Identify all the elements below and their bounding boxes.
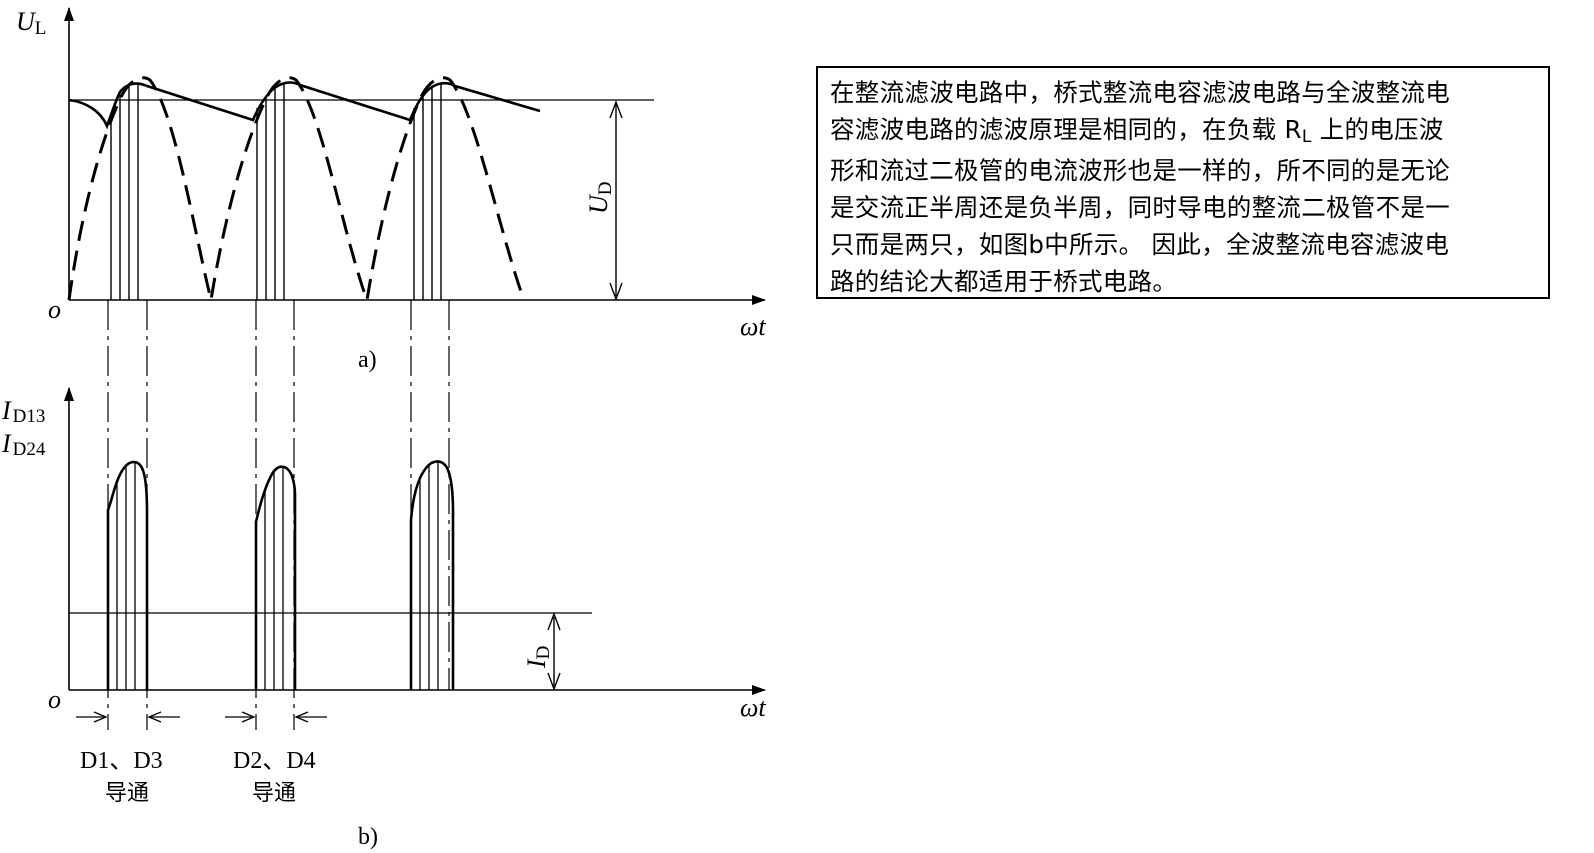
b-conduction-label-1-diodes: D1、D3 <box>80 748 163 774</box>
a-ud-label: UD <box>584 181 616 214</box>
b-conduction-label-2-diodes: D2、D4 <box>233 748 316 774</box>
b-current-pulse-2 <box>254 465 297 690</box>
b-x-axis-label: ωt <box>740 693 766 722</box>
b-pulse-hatch-3 <box>419 462 439 690</box>
description-line-4: 是交流正半周还是负半周，同时导电的整流二极管不是一 <box>830 193 1450 222</box>
a-conduction-hatch-1 <box>110 84 139 300</box>
b-pulse-hatch-1 <box>116 462 136 690</box>
a-rectified-sine-dashed <box>67 76 526 306</box>
a-caption: a) <box>358 347 377 373</box>
b-conduction-interval-arrow-2 <box>225 711 327 723</box>
projection-lines <box>107 300 450 730</box>
b-current-pulse-3 <box>409 460 455 690</box>
b-pulse-hatch-2 <box>264 467 284 690</box>
b-id-label: ID <box>522 646 554 669</box>
a-origin-label: o <box>48 295 61 324</box>
a-filtered-voltage-curve <box>68 81 541 130</box>
description-line-1: 在整流滤波电路中，桥式整流电容滤波电路与全波整流电 <box>830 78 1450 107</box>
description-line-6: 路的结论大都适用于桥式电路。 <box>830 267 1178 296</box>
b-origin-label: o <box>48 685 61 714</box>
a-y-axis-label: UL <box>16 7 46 39</box>
figure-a: UL o ωt UD a) <box>16 7 766 373</box>
a-conduction-hatch-3 <box>413 84 442 300</box>
a-conduction-hatch-2 <box>256 84 285 300</box>
b-current-pulse-1 <box>106 460 149 690</box>
b-conduction-label-2-state: 导通 <box>252 781 296 806</box>
description-line-2: 容滤波电路的滤波原理是相同的，在负载 RL 上的电压波 <box>830 115 1444 147</box>
description-line-3: 形和流过二极管的电流波形也是一样的，所不同的是无论 <box>830 156 1450 185</box>
b-caption: b) <box>358 824 378 850</box>
description-box: 在整流滤波电路中，桥式整流电容滤波电路与全波整流电 容滤波电路的滤波原理是相同的… <box>816 66 1550 299</box>
b-conduction-interval-arrow-1 <box>76 711 180 723</box>
a-x-axis-label: ωt <box>740 312 766 341</box>
b-conduction-label-1-state: 导通 <box>105 781 149 806</box>
description-line-5: 只而是两只，如图b中所示。 因此，全波整流电容滤波电 <box>830 230 1450 259</box>
